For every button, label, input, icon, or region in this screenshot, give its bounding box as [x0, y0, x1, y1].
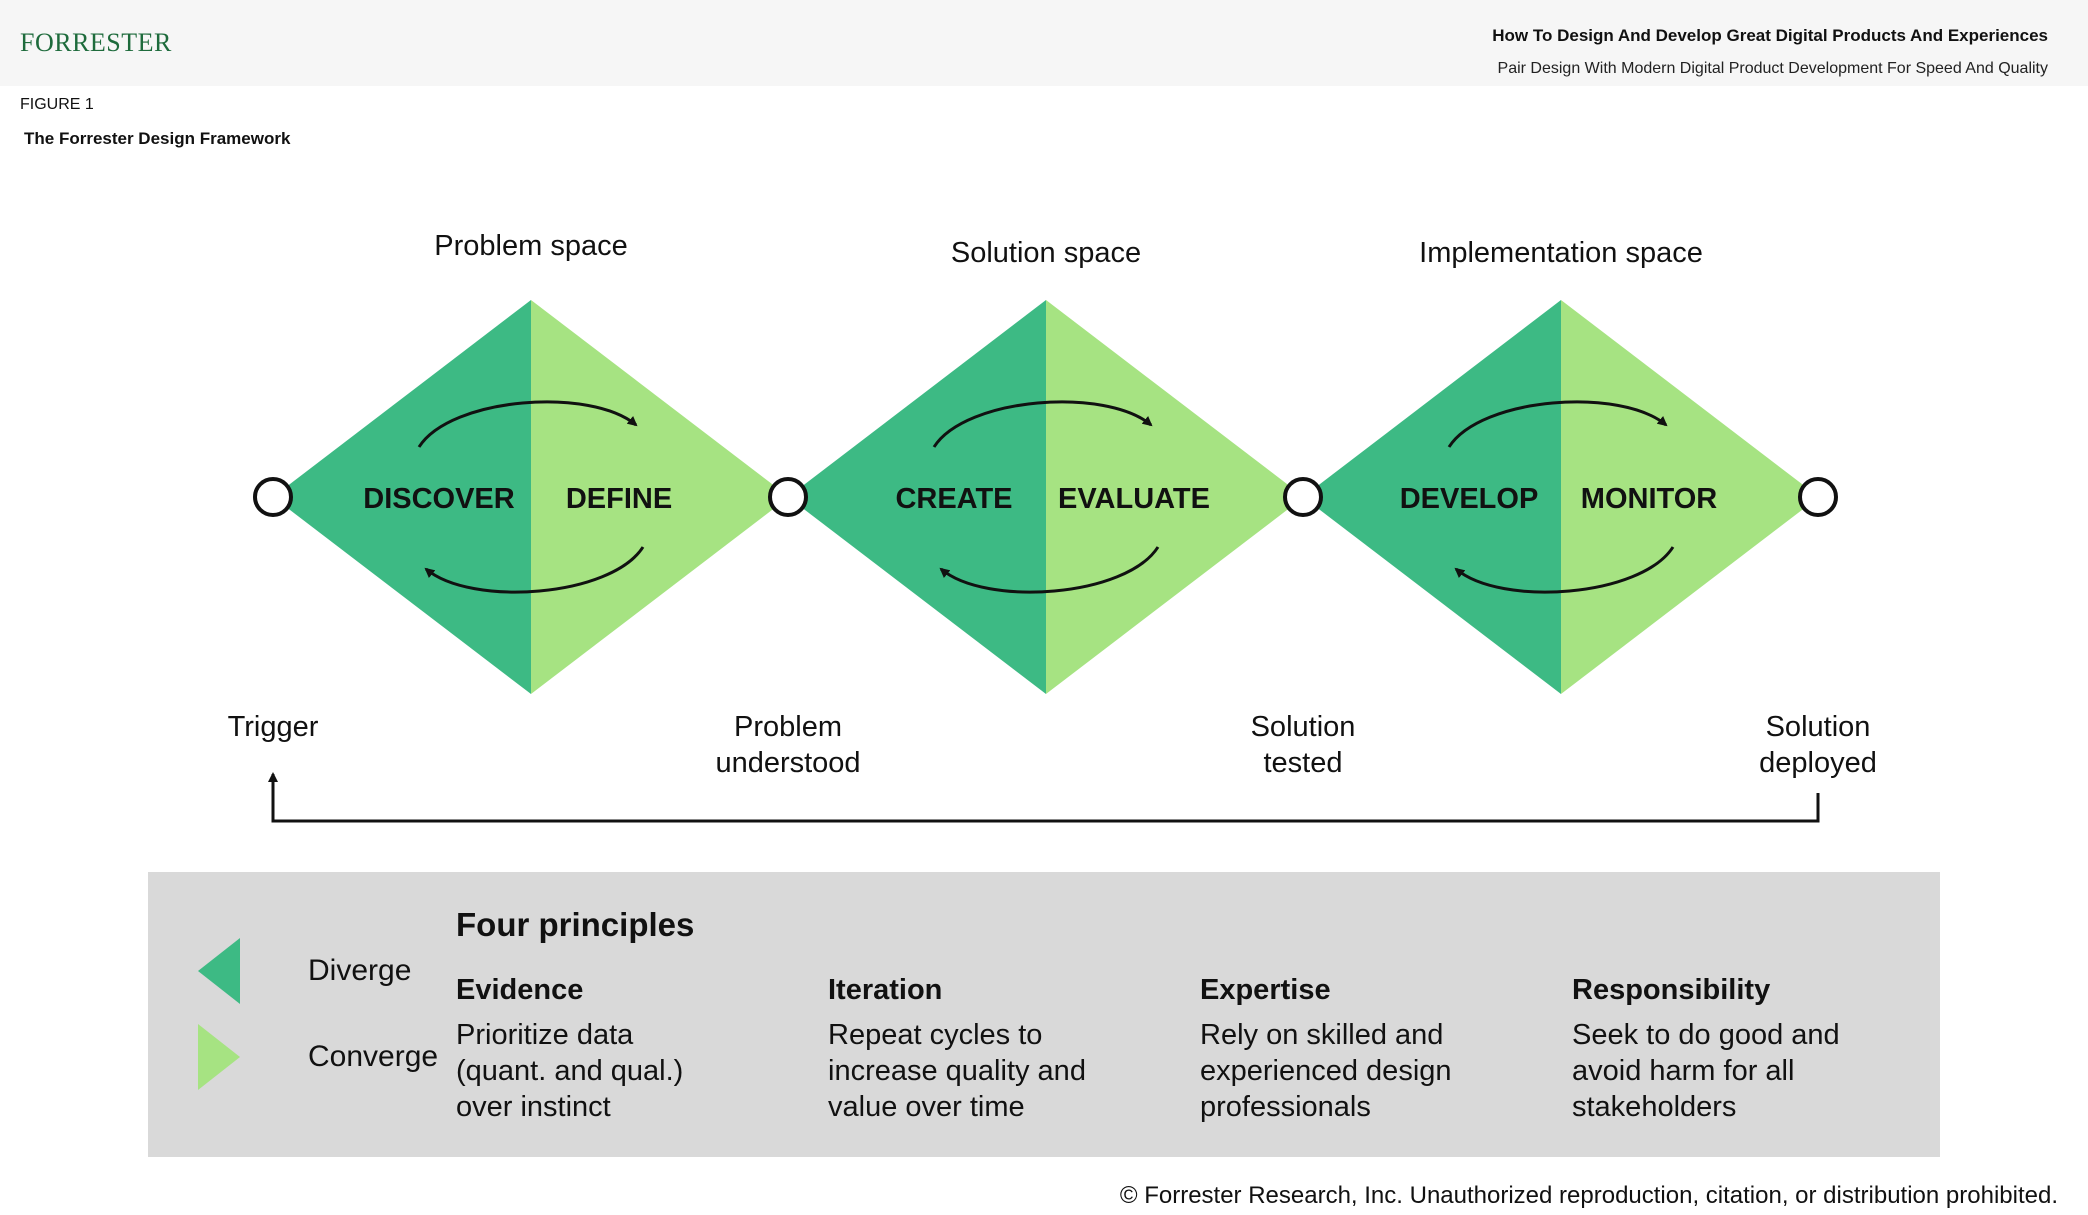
milestone-label: tested: [1264, 747, 1343, 779]
milestone-label: understood: [715, 747, 860, 779]
principle-description: Seek to do good and avoid harm for all s…: [1572, 1019, 1840, 1123]
converge-half: [531, 300, 789, 694]
principles-heading: Four principles: [456, 906, 695, 943]
milestone-label: deployed: [1759, 747, 1877, 779]
principle-expertise: Expertise Rely on skilled and experience…: [1200, 974, 1540, 1125]
copyright-notice: © Forrester Research, Inc. Unauthorized …: [1119, 1182, 2058, 1209]
diverge-phase-label: DEVELOP: [1400, 483, 1539, 515]
backward-arrow-icon: [1454, 546, 1675, 594]
principle-description: Prioritize data (quant. and qual.) over …: [456, 1019, 684, 1123]
legend-converge-label: Converge: [308, 1040, 439, 1073]
milestone-node: [1283, 477, 1323, 517]
principle-evidence: Evidence Prioritize data (quant. and qua…: [456, 974, 796, 1125]
figure-title: The Forrester Design Framework: [24, 129, 291, 148]
legend-diverge-label: Diverge: [308, 954, 412, 987]
converge-phase-label: MONITOR: [1581, 483, 1717, 515]
backward-arrow-icon: [939, 546, 1160, 594]
principle-name: Responsibility: [1572, 974, 1771, 1006]
principle-description: Repeat cycles to increase quality and va…: [828, 1019, 1086, 1123]
converge-triangle-icon: [198, 1024, 240, 1090]
principle-name: Iteration: [828, 974, 943, 1006]
milestone-label: Solution: [1766, 711, 1871, 743]
legend-diverge: Diverge: [196, 936, 416, 1006]
principle-name: Expertise: [1200, 974, 1331, 1006]
report-subtitle: Pair Design With Modern Digital Product …: [1497, 60, 2048, 77]
principle-iteration: Iteration Repeat cycles to increase qual…: [828, 974, 1168, 1125]
report-header: FORRESTER How To Design And Develop Grea…: [0, 0, 2088, 86]
diverge-phase-label: CREATE: [895, 483, 1012, 515]
milestone-node: [1798, 477, 1838, 517]
milestone-node: [253, 477, 293, 517]
converge-phase-label: DEFINE: [566, 483, 672, 515]
feedback-loop-arrow-icon: [268, 772, 1820, 823]
milestone-label: Problem: [734, 711, 842, 743]
principle-description: Rely on skilled and experienced design p…: [1200, 1019, 1452, 1123]
forward-arrow-icon: [932, 400, 1153, 448]
milestone-label: Solution: [1251, 711, 1356, 743]
forrester-logo: FORRESTER: [20, 28, 172, 57]
space-label: Implementation space: [1419, 237, 1703, 269]
diverge-half: [788, 300, 1046, 694]
diverge-half: [1303, 300, 1561, 694]
converge-half: [1046, 300, 1304, 694]
report-title: How To Design And Develop Great Digital …: [1492, 26, 2048, 45]
forward-arrow-icon: [417, 400, 638, 448]
diverge-triangle-icon: [198, 938, 240, 1004]
milestone-node: [768, 477, 808, 517]
principle-name: Evidence: [456, 974, 584, 1006]
legend-converge: Converge: [196, 1022, 438, 1092]
converge-half: [1561, 300, 1819, 694]
space-label: Problem space: [434, 230, 627, 262]
diverge-half: [273, 300, 531, 694]
figure-label: FIGURE 1: [20, 96, 94, 113]
converge-phase-label: EVALUATE: [1058, 483, 1210, 515]
principle-responsibility: Responsibility Seek to do good and avoid…: [1572, 974, 1912, 1125]
backward-arrow-icon: [424, 546, 645, 594]
forward-arrow-icon: [1447, 400, 1668, 448]
principles-panel: Diverge Converge Four principles Evidenc…: [148, 872, 1940, 1157]
milestone-label: Trigger: [228, 711, 319, 743]
space-label: Solution space: [951, 237, 1141, 269]
diverge-phase-label: DISCOVER: [363, 483, 515, 515]
